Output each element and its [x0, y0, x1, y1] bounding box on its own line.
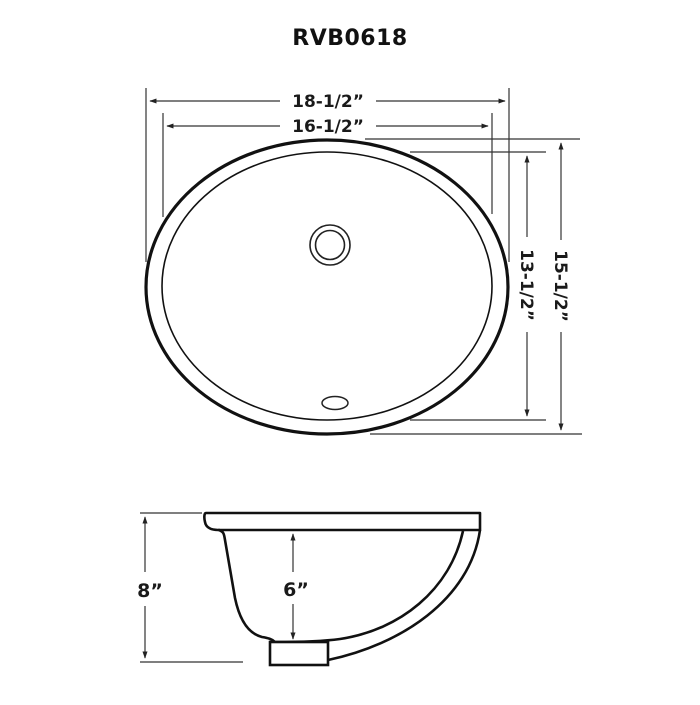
bowl-width-label: 16-1/2”	[292, 117, 364, 137]
dim-overall-depth: 8”	[137, 512, 243, 663]
model-title: RVB0618	[292, 26, 408, 51]
dim-overall-width: 18-1/2”	[149, 92, 506, 112]
drain-icon	[309, 224, 351, 266]
inner-bowl-outline	[161, 151, 493, 421]
side-view: 8” 6”	[137, 511, 482, 667]
rim-profile	[203, 511, 482, 532]
bowl-length-label: 13-1/2”	[516, 249, 536, 321]
dim-overall-length: 15-1/2”	[550, 142, 570, 431]
overall-width-label: 18-1/2”	[292, 92, 364, 112]
overflow-icon	[321, 395, 349, 411]
overall-depth-label: 8”	[137, 580, 163, 602]
extension-lines	[145, 88, 582, 435]
dim-bowl-length: 13-1/2”	[516, 155, 536, 417]
outer-rim-outline	[144, 138, 510, 436]
bowl-outer-curve	[327, 529, 482, 662]
dim-bowl-depth: 6”	[283, 533, 309, 640]
bowl-depth-label: 6”	[283, 579, 309, 601]
dim-bowl-width: 16-1/2”	[166, 117, 489, 137]
bowl-left-wall	[217, 528, 277, 644]
drain-foot	[268, 640, 330, 667]
overall-length-label: 15-1/2”	[550, 250, 570, 322]
top-view: 18-1/2” 16-1/2” 13-1/2” 15-1/2”	[144, 88, 582, 436]
